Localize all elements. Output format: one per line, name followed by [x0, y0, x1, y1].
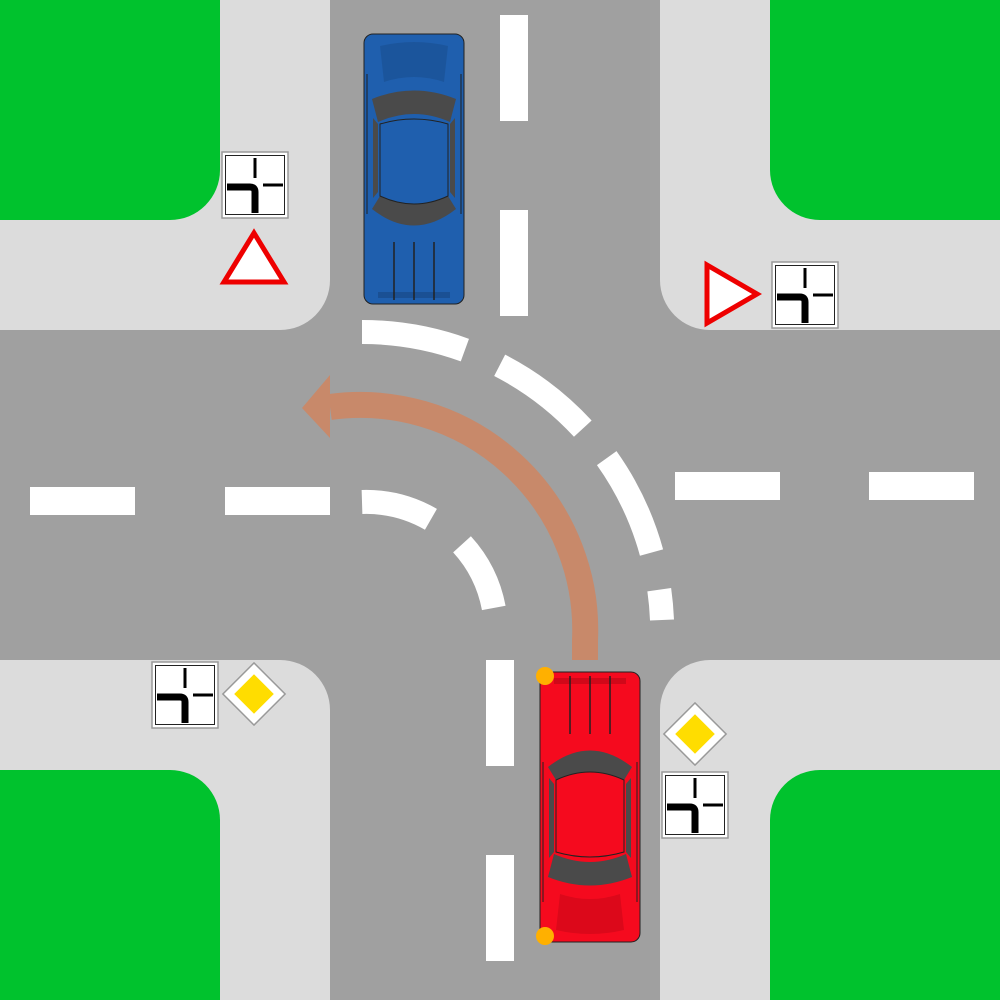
- priority-road-layout-icon: [662, 772, 728, 838]
- turn-left-arrow: [302, 375, 599, 660]
- grass-nw: [0, 0, 220, 220]
- car-blue: [363, 33, 465, 305]
- indicator-rear-left: [536, 927, 554, 945]
- priority-road-layout-icon: [222, 152, 288, 218]
- priority-road-layout-icon: [152, 662, 218, 728]
- lane-markings: [30, 15, 974, 961]
- car-red: [536, 667, 641, 945]
- sign-group-nw: [219, 152, 289, 285]
- yield-icon: [219, 228, 289, 285]
- grass-ne: [770, 0, 1000, 220]
- priority-curve-inner: [361, 489, 508, 633]
- yield-icon: [704, 260, 762, 328]
- indicator-front-left: [536, 667, 554, 685]
- grass-se: [770, 770, 1000, 1000]
- priority-curve-outer: [361, 319, 674, 621]
- priority-road-layout-icon: [772, 262, 838, 328]
- grass-sw: [0, 770, 220, 1000]
- sign-group-ne: [704, 260, 838, 328]
